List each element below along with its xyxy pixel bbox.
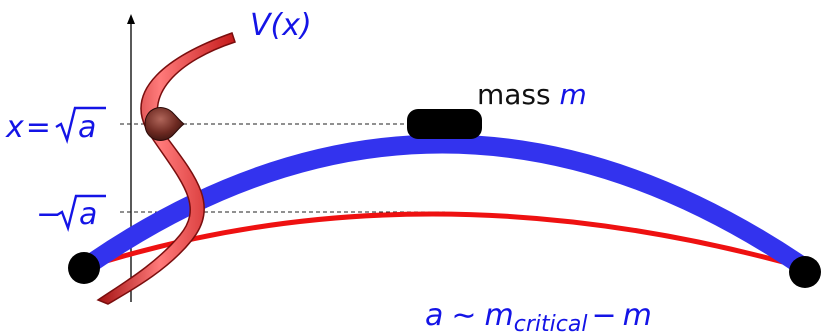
left-endpoint [68,252,100,284]
relation-label: a∼mcritical−m [425,298,652,335]
mass-block [407,109,482,139]
potential-ball [144,107,185,141]
mass-label: mass m [477,78,587,111]
blue-string [78,134,811,276]
axis-arrow-icon [127,14,135,24]
x-equals-sqrt-a-label: x= a [5,106,106,145]
svg-text:a: a [79,197,97,232]
minus-sqrt-a-label: − a [36,194,106,233]
sqrt-sign-icon [56,194,106,233]
potential-label: V(x) [250,8,312,43]
right-endpoint [789,256,821,288]
potential-curve [96,32,236,305]
svg-text:a: a [78,110,96,145]
sqrt-sign-icon [55,106,106,145]
svg-text:x=: x= [5,110,51,145]
